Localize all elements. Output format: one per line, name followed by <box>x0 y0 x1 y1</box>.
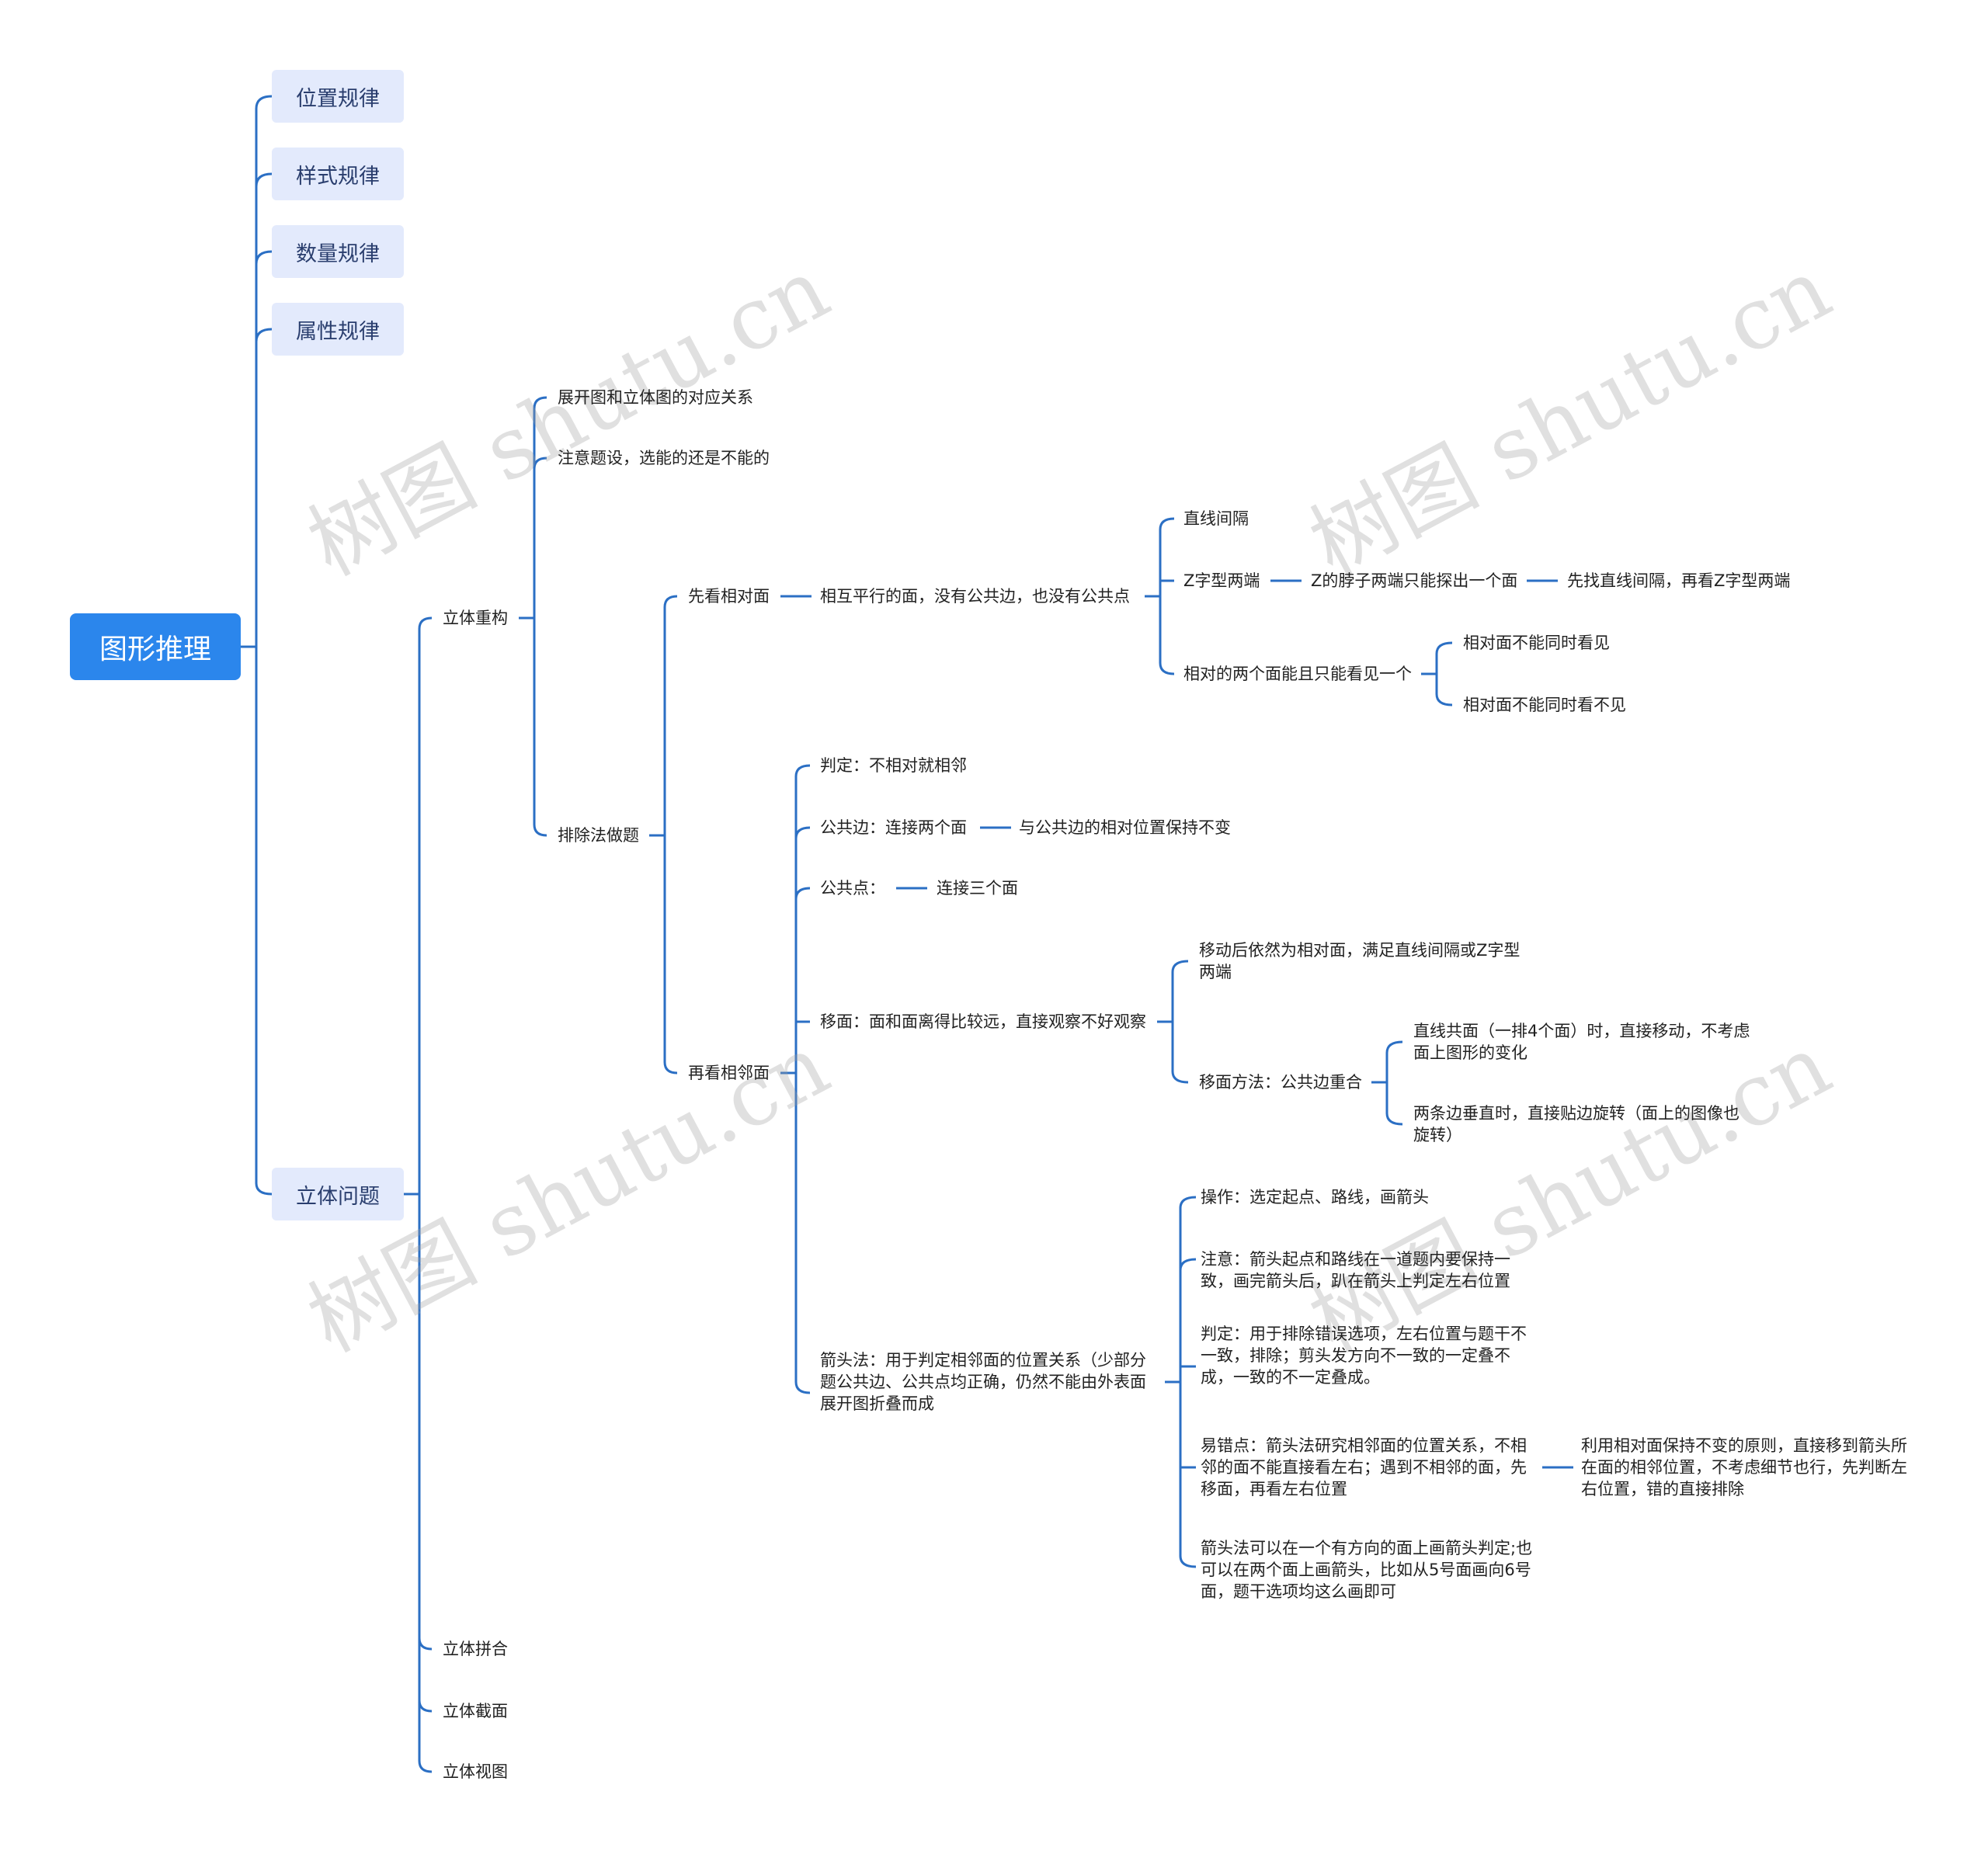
node-move-face[interactable]: 移面：面和面离得比较远，直接观察不好观察 <box>820 1012 1146 1031</box>
node-style-rule[interactable]: 样式规律 <box>272 148 404 200</box>
node-arrow-error[interactable]: 易错点：箭头法研究相邻面的位置关系，不相邻的面不能直接看左右；遇到不相邻的面，先… <box>1201 1436 1527 1498</box>
node-only-one-visible[interactable]: 相对的两个面能且只能看见一个 <box>1183 665 1412 683</box>
node-z-neck[interactable]: Z的脖子两端只能探出一个面 <box>1311 571 1518 590</box>
node-move-perpendicular[interactable]: 两条边垂直时，直接贴边旋转（面上的图像也旋转） <box>1413 1104 1740 1144</box>
node-z-shape[interactable]: Z字型两端 <box>1183 571 1260 590</box>
node-move-line[interactable]: 直线共面（一排4个面）时，直接移动，不考虑面上图形的变化 <box>1413 1022 1750 1062</box>
node-cannot-see-both[interactable]: 相对面不能同时看见 <box>1463 634 1610 652</box>
node-straight-gap[interactable]: 直线间隔 <box>1183 509 1249 528</box>
node-attribute-rule[interactable]: 属性规律 <box>272 303 404 356</box>
node-z-first[interactable]: 先找直线间隔，再看Z字型两端 <box>1567 571 1791 590</box>
node-solid-splice[interactable]: 立体拼合 <box>443 1640 508 1658</box>
node-solid-view[interactable]: 立体视图 <box>443 1762 508 1781</box>
node-move-still-opposite[interactable]: 移动后依然为相对面，满足直线间隔或Z字型两端 <box>1199 941 1521 981</box>
node-opposite-faces[interactable]: 先看相对面 <box>688 587 770 606</box>
node-solid-section[interactable]: 立体截面 <box>443 1702 508 1720</box>
node-cannot-hide-both[interactable]: 相对面不能同时看不见 <box>1463 696 1626 714</box>
node-arrow-judge[interactable]: 判定：用于排除错误选项，左右位置与题干不一致，排除；剪头发方向不一致的一定叠不成… <box>1201 1325 1527 1387</box>
node-position-rule[interactable]: 位置规律 <box>272 70 404 123</box>
node-arrow-tip[interactable]: 箭头法可以在一个有方向的面上画箭头判定;也可以在两个面上画箭头，比如从5号面画向… <box>1201 1539 1533 1601</box>
node-adjacent-judge[interactable]: 判定：不相对就相邻 <box>820 756 967 775</box>
node-count-rule[interactable]: 数量规律 <box>272 225 404 278</box>
node-common-point[interactable]: 公共点： <box>820 879 885 898</box>
node-point-three[interactable]: 连接三个面 <box>937 879 1018 898</box>
node-solid-rebuild[interactable]: 立体重构 <box>443 609 508 627</box>
node-arrow-note[interactable]: 注意：箭头起点和路线在一道题内要保持一致，画完箭头后，趴在箭头上判定左右位置 <box>1201 1250 1510 1290</box>
node-arrow-error-solution[interactable]: 利用相对面保持不变的原则，直接移到箭头所在面的相邻位置，不考虑细节也行，先判断左… <box>1581 1436 1907 1498</box>
node-correspondence[interactable]: 展开图和立体图的对应关系 <box>558 388 753 407</box>
node-exclusion-method[interactable]: 排除法做题 <box>558 826 639 845</box>
root-node[interactable]: 图形推理 <box>70 613 241 680</box>
node-solid-problem[interactable]: 立体问题 <box>272 1168 404 1220</box>
node-adjacent-faces[interactable]: 再看相邻面 <box>688 1064 770 1082</box>
node-arrow-operation[interactable]: 操作：选定起点、路线，画箭头 <box>1201 1188 1429 1207</box>
node-note-question[interactable]: 注意题设，选能的还是不能的 <box>558 449 770 467</box>
node-move-method[interactable]: 移面方法：公共边重合 <box>1199 1073 1362 1092</box>
node-arrow-method[interactable]: 箭头法：用于判定相邻面的位置关系（少部分题公共边、公共点均正确，仍然不能由外表面… <box>820 1351 1146 1413</box>
node-edge-keep[interactable]: 与公共边的相对位置保持不变 <box>1019 818 1231 837</box>
node-parallel-faces[interactable]: 相互平行的面，没有公共边，也没有公共点 <box>820 587 1130 606</box>
node-common-edge[interactable]: 公共边：连接两个面 <box>820 818 967 837</box>
